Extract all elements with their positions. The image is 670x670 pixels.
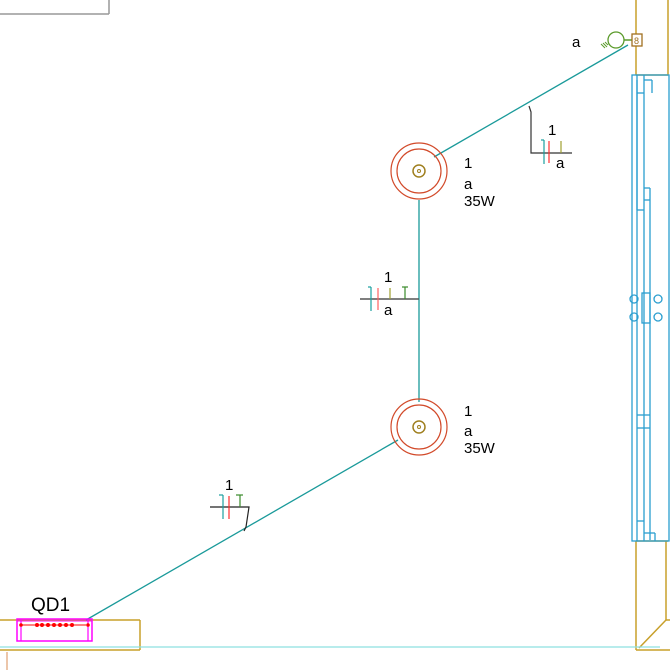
circuit-number: 1 (225, 477, 233, 494)
lamp-switch: a (464, 176, 473, 193)
breaker-dots-icon (19, 623, 90, 627)
wiring (85, 44, 629, 621)
light-switch[interactable]: 8 a (572, 31, 643, 51)
ceiling-lamp-1[interactable]: 1 a 35W (390, 142, 496, 210)
wire-tag-switch: 1 a (528, 105, 572, 172)
circuit-number: 1 (384, 269, 392, 286)
switch-ref: a (384, 302, 393, 319)
right-wall (635, 0, 670, 651)
switch-label: a (572, 34, 581, 51)
wire-tag-panel: 1 (210, 477, 250, 532)
bottom-wall (0, 619, 141, 651)
lamp-bulb-icon (412, 420, 426, 434)
wire-tag-middle: 1 a (360, 269, 419, 319)
ceiling-lamp-2[interactable]: 1 a 35W (390, 398, 496, 457)
switch-box-icon (631, 33, 643, 47)
wire-switch-to-lamp1 (433, 44, 629, 158)
switch-body-icon (607, 31, 625, 49)
lamp-power: 35W (464, 193, 496, 210)
lamp-count: 1 (464, 403, 472, 420)
svg-text:8: 8 (634, 36, 639, 46)
panel-label: QD1 (31, 595, 70, 616)
distribution-panel[interactable]: QD1 (16, 595, 93, 642)
lamp-switch: a (464, 423, 473, 440)
switch-ref: a (556, 155, 565, 172)
wire-lamp2-to-panel (85, 439, 399, 621)
sensor-waves-icon (600, 41, 609, 49)
circuit-number: 1 (548, 122, 556, 139)
lamp-bulb-icon (412, 164, 426, 178)
frame-corner (0, 0, 110, 15)
window (629, 74, 670, 542)
lamp-power: 35W (464, 440, 496, 457)
lamp-count: 1 (464, 155, 472, 172)
